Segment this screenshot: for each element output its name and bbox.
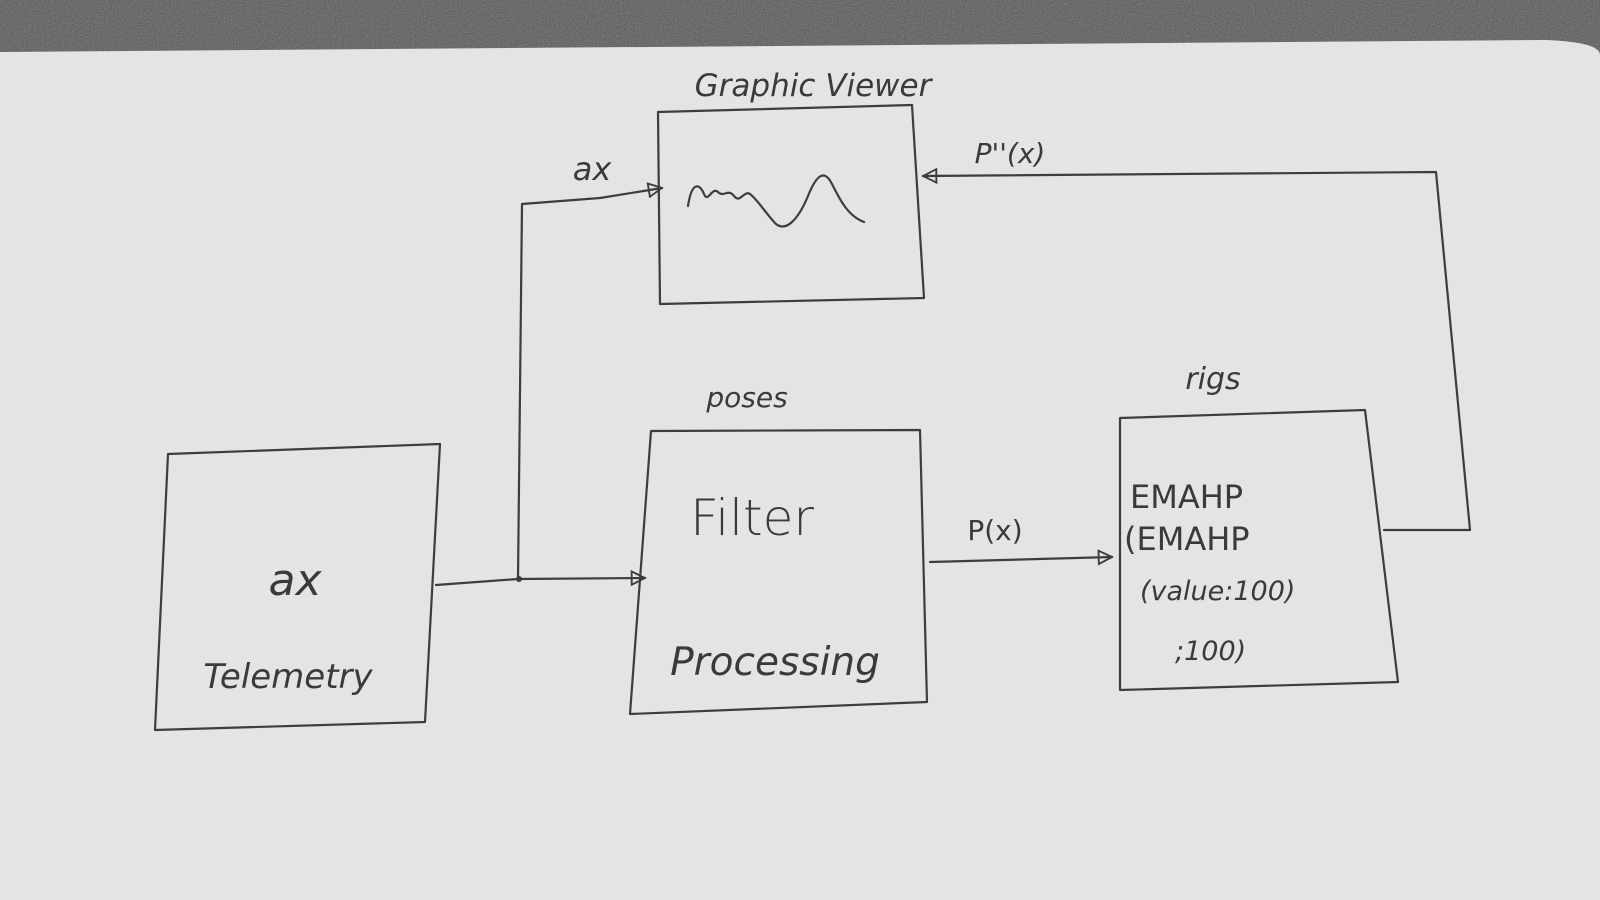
rigs-text-line3: (value:100) bbox=[1140, 576, 1295, 607]
edge-rigs-to-viewer bbox=[923, 172, 1472, 532]
filter-title: poses bbox=[705, 381, 787, 414]
filter-label-line2: Processing bbox=[670, 640, 880, 685]
filter-box bbox=[628, 428, 929, 716]
viewer-title: Graphic Viewer bbox=[695, 68, 934, 104]
rigs-title: rigs bbox=[1185, 362, 1240, 397]
junction-dot bbox=[516, 576, 522, 582]
edge-label-ax: ax bbox=[573, 150, 613, 188]
paper-sheet bbox=[0, 40, 1600, 900]
viewer-box bbox=[656, 103, 926, 306]
edge-label-px: P(x) bbox=[967, 514, 1022, 547]
waveform-sketch bbox=[686, 174, 866, 228]
telemetry-box bbox=[153, 442, 442, 732]
rigs-text-line1: EMAHP bbox=[1130, 478, 1243, 516]
filter-label-line1: Filter bbox=[690, 489, 814, 547]
edge-filter-to-rigs bbox=[928, 557, 1112, 562]
rigs-text-line4: ;100) bbox=[1175, 636, 1246, 667]
edge-label-ppx: P''(x) bbox=[975, 137, 1046, 170]
telemetry-symbol: ax bbox=[268, 555, 322, 606]
telemetry-label: Telemetry bbox=[203, 657, 373, 697]
rigs-text-line2: (EMAHP bbox=[1124, 520, 1250, 558]
rigs-box bbox=[1118, 408, 1400, 692]
edge-telemetry-to-viewer bbox=[516, 188, 662, 581]
